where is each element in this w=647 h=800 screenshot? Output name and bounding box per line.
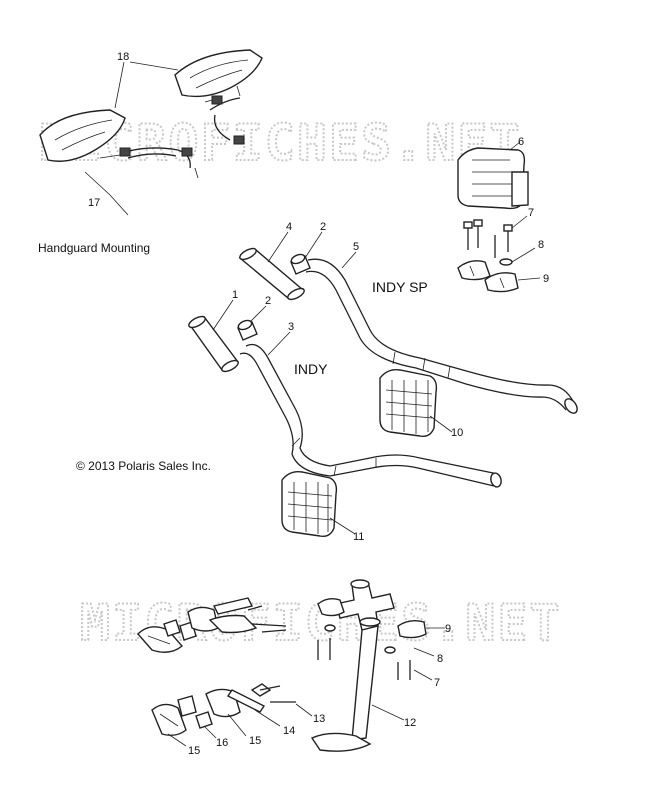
callout-2-lower: 2 xyxy=(265,295,271,307)
handlebar-3-indy xyxy=(239,343,502,488)
upper-linkage-parts xyxy=(137,597,287,653)
callout-10: 10 xyxy=(451,427,463,439)
callout-8-bottom: 8 xyxy=(437,653,443,665)
callout-13: 13 xyxy=(313,713,325,725)
callout-14: 14 xyxy=(283,725,295,737)
callout-17: 17 xyxy=(88,197,100,209)
callout-3: 3 xyxy=(288,321,294,333)
sleeve-2-upper xyxy=(290,253,311,275)
lower-linkage-parts xyxy=(151,683,296,737)
callout-5: 5 xyxy=(353,241,359,253)
clamp-hardware-bottom xyxy=(317,597,427,680)
callout-2-upper: 2 xyxy=(320,221,326,233)
callout-15-left: 15 xyxy=(188,745,200,757)
callout-4: 4 xyxy=(286,221,292,233)
handlebar-pad-11 xyxy=(281,470,338,538)
copyright: © 2013 Polaris Sales Inc. xyxy=(76,459,211,473)
handlebar-pad-6 xyxy=(457,147,529,210)
clamp-hardware-top xyxy=(457,219,519,293)
handlebar-5-indy-sp xyxy=(305,258,578,414)
caption-handguard-mounting: Handguard Mounting xyxy=(38,241,150,255)
callout-12: 12 xyxy=(404,717,416,729)
callout-7-bottom: 7 xyxy=(434,677,440,689)
callout-9-bottom: 9 xyxy=(445,623,451,635)
callout-9-top: 9 xyxy=(543,273,549,285)
steering-post-12 xyxy=(310,579,395,752)
callout-6: 6 xyxy=(518,136,524,148)
handguard-assembly xyxy=(39,49,263,179)
riser-tube-1 xyxy=(188,315,240,373)
callout-11: 11 xyxy=(353,531,364,543)
sleeve-2-lower xyxy=(237,319,258,341)
callout-7-top: 7 xyxy=(528,207,534,219)
callout-1: 1 xyxy=(232,289,238,301)
caption-indy-sp: INDY SP xyxy=(372,279,428,295)
callout-15-right: 15 xyxy=(249,735,261,747)
callout-16: 16 xyxy=(216,737,228,749)
handlebar-pad-10 xyxy=(379,368,438,438)
riser-tube-4 xyxy=(238,247,305,301)
caption-indy: INDY xyxy=(294,361,328,377)
callout-8-top: 8 xyxy=(538,239,544,251)
callout-18: 18 xyxy=(117,51,129,63)
